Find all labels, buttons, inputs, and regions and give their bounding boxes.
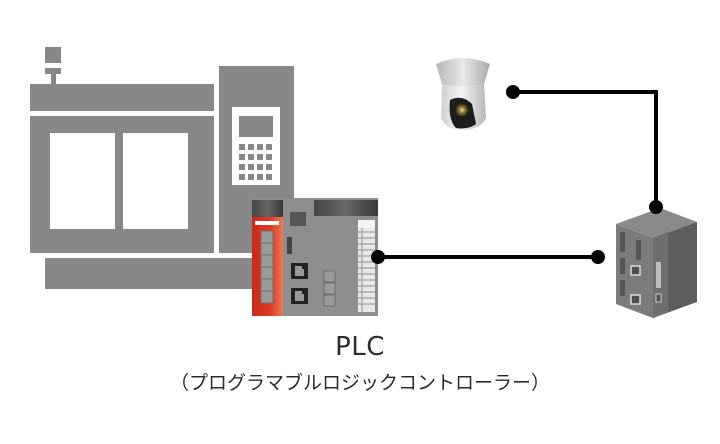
connector-dot — [591, 250, 605, 264]
control-panel-screen — [239, 116, 273, 137]
plc-subtitle: （プログラマブルロジックコントローラー） — [169, 372, 550, 394]
connection-plc-controller — [371, 250, 605, 264]
plc-label: PLC — [335, 332, 385, 362]
ethernet-port-icon — [291, 288, 308, 304]
plc-terminal-block — [358, 220, 375, 312]
camera-icon — [436, 58, 490, 130]
signal-light-top — [45, 47, 61, 63]
ethernet-port-icon — [291, 263, 308, 279]
machine-base — [45, 258, 260, 289]
connector-dot — [371, 250, 385, 264]
plc-icon — [252, 198, 378, 316]
camera-lens — [455, 103, 469, 117]
plc-top-bar — [314, 200, 378, 216]
signal-light-bottom — [45, 68, 61, 74]
connector-dot — [649, 200, 663, 214]
connector-dot — [506, 85, 520, 99]
machine-top-beam — [30, 84, 214, 111]
control-panel-keypad — [239, 144, 272, 180]
connection-camera-controller — [506, 85, 663, 214]
machine-window-right — [123, 133, 188, 229]
machine-window-left — [50, 133, 115, 229]
industrial-controller-icon — [616, 208, 697, 318]
machine-icon — [30, 47, 294, 289]
